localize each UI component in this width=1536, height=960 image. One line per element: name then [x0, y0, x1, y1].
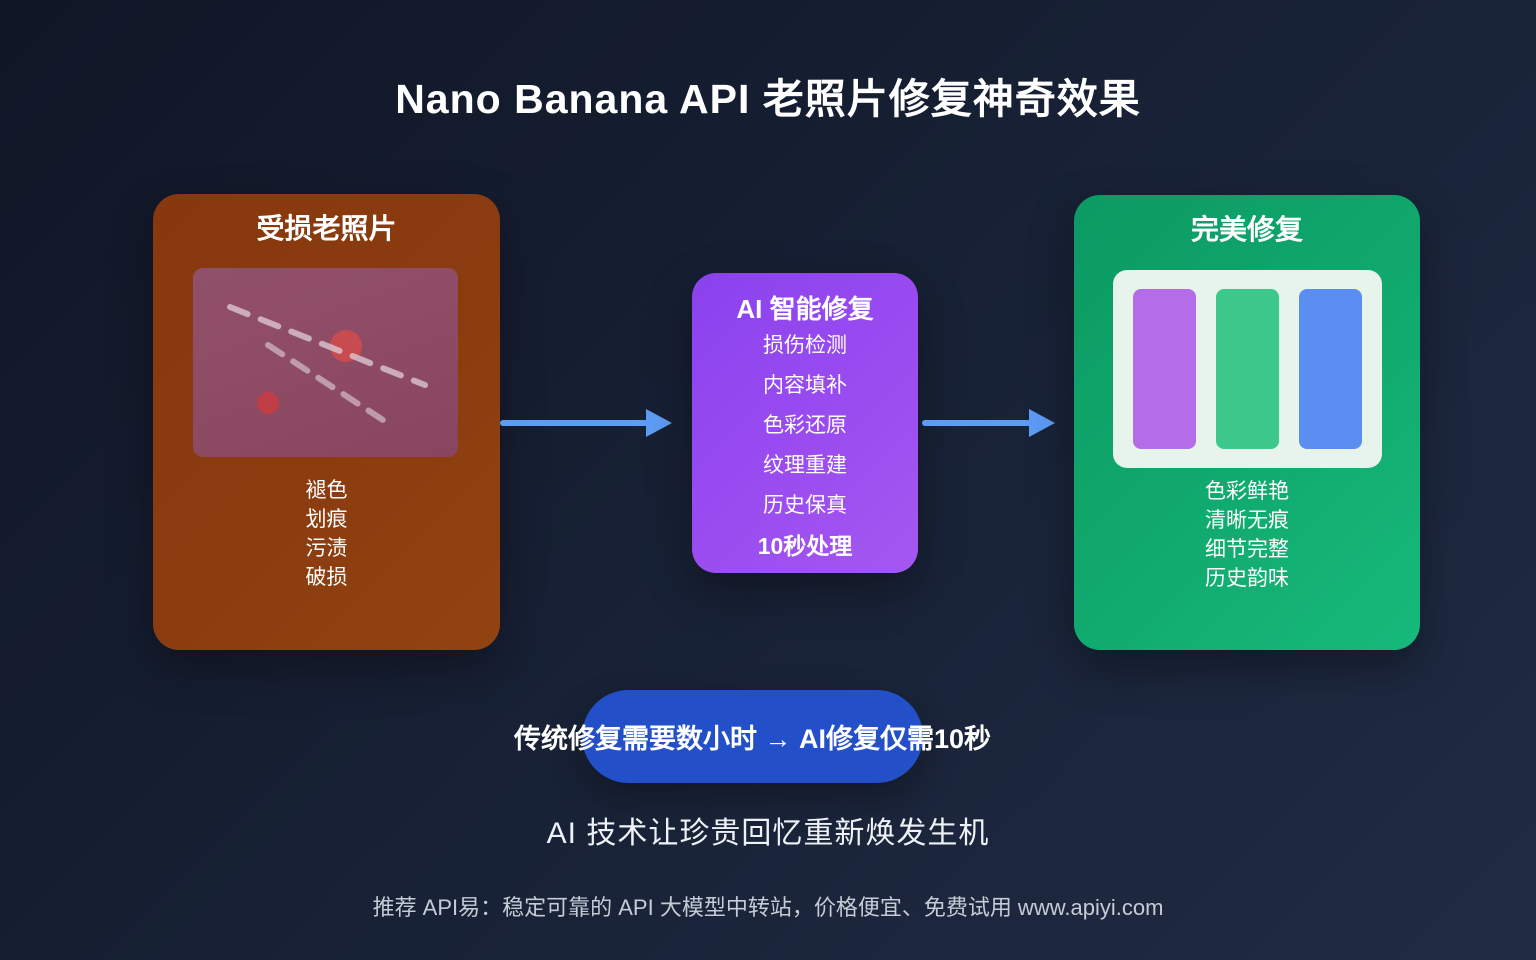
page-title: Nano Banana API 老照片修复神奇效果	[395, 76, 1141, 123]
list-item: 破损	[305, 566, 348, 589]
damaged-photo-illustration	[193, 268, 458, 457]
scratch-line-1	[227, 304, 428, 388]
arrow-head	[646, 409, 672, 437]
list-item: 历史保真	[763, 494, 847, 517]
restored-card-title: 完美修复	[1190, 214, 1303, 245]
stain-dot-small	[257, 392, 279, 414]
list-item: 划痕	[305, 508, 348, 531]
list-item: 污渍	[305, 537, 348, 560]
card-restored-photo: 完美修复 色彩鲜艳 清晰无痕 细节完整 历史韵味	[1074, 195, 1420, 650]
arrow-shaft	[922, 420, 1031, 426]
list-item: 内容填补	[763, 374, 847, 397]
footer-note: 推荐 API易：稳定可靠的 API 大模型中转站，价格便宜、免费试用 www.a…	[372, 895, 1164, 920]
damaged-card-title: 受损老照片	[256, 213, 397, 244]
damaged-issues-list: 褪色 划痕 污渍 破损	[153, 476, 500, 592]
comparison-text: 传统修复需要数小时 → AI修复仅需10秒	[513, 724, 992, 754]
list-item: 清晰无痕	[1205, 509, 1289, 532]
flow-arrow-left-icon	[500, 409, 672, 437]
restored-photo-illustration	[1113, 270, 1382, 468]
color-bar-green	[1216, 289, 1279, 449]
card-damaged-photo: 受损老照片 褪色 划痕 污渍 破损	[153, 194, 500, 650]
arrow-head	[1029, 409, 1055, 437]
arrow-shaft	[500, 420, 648, 426]
color-bar-purple	[1133, 289, 1196, 449]
ai-card-title: AI 智能修复	[736, 294, 874, 324]
list-item: 色彩鲜艳	[1205, 480, 1289, 503]
restored-qualities-list: 色彩鲜艳 清晰无痕 细节完整 历史韵味	[1074, 477, 1420, 593]
list-item: 细节完整	[1205, 538, 1289, 561]
ai-steps-list: 损伤检测 内容填补 色彩还原 纹理重建 历史保真 10秒处理	[692, 326, 918, 566]
comparison-pill: 传统修复需要数小时 → AI修复仅需10秒	[514, 690, 991, 783]
list-item: 褪色	[305, 479, 348, 502]
list-item: 损伤检测	[763, 334, 847, 357]
tagline: AI 技术让珍贵回忆重新焕发生机	[546, 817, 990, 850]
list-item: 色彩还原	[763, 414, 847, 437]
list-item: 纹理重建	[763, 454, 847, 477]
ai-speed-highlight: 10秒处理	[757, 533, 853, 559]
photo-damage-graphic	[227, 304, 428, 423]
scratch-line-2	[265, 342, 386, 423]
list-item: 历史韵味	[1205, 567, 1289, 590]
card-ai-repair: AI 智能修复 损伤检测 内容填补 色彩还原 纹理重建 历史保真 10秒处理	[692, 273, 918, 573]
flow-arrow-right-icon	[922, 409, 1055, 437]
color-bar-blue	[1299, 289, 1362, 449]
